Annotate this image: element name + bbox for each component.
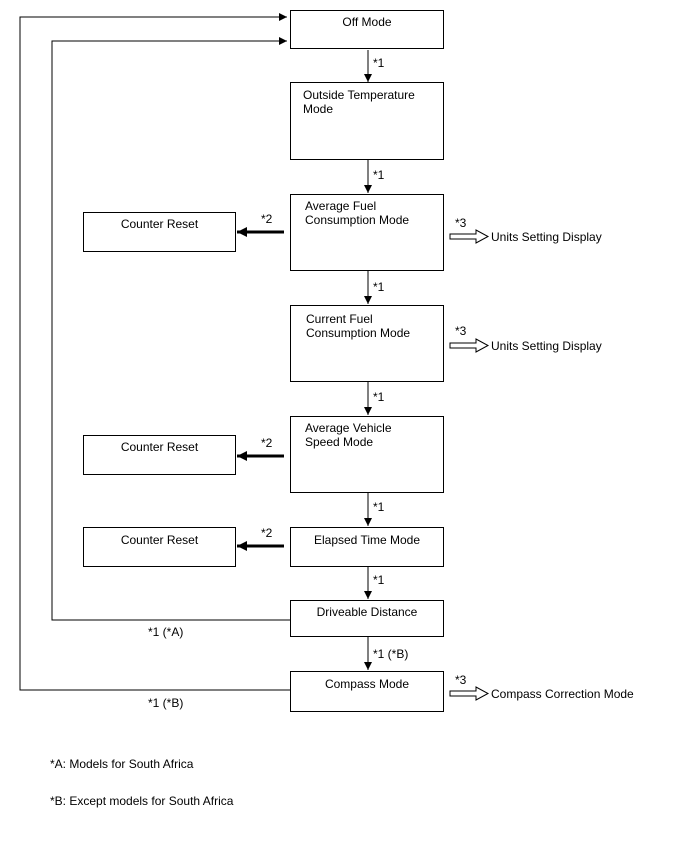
counter-reset-label-3: Counter Reset [120, 533, 199, 547]
reset-arrow-label-3: *2 [261, 526, 273, 540]
elapsed-time-mode-box: Elapsed Time Mode [290, 527, 444, 567]
outside-temperature-mode-label: Outside Temperature Mode [303, 88, 415, 116]
counter-reset-box-3: Counter Reset [83, 527, 236, 567]
step-label-6: *1 [373, 573, 385, 587]
counter-reset-box-1: Counter Reset [83, 212, 236, 252]
footnote-b: *B: Except models for South Africa [50, 794, 234, 808]
elapsed-time-mode-label: Elapsed Time Mode [313, 533, 421, 547]
loop-line-b [19, 13, 291, 691]
counter-reset-label-2: Counter Reset [120, 440, 199, 454]
loop-b-label: *1 (*B) [148, 696, 184, 710]
driveable-distance-box: Driveable Distance [290, 600, 444, 637]
step-label-4: *1 [373, 390, 385, 404]
loop-a-label: *1 (*A) [148, 625, 184, 639]
compass-correction-mode: Compass Correction Mode [491, 687, 634, 701]
compass-mode-box: Compass Mode [290, 671, 444, 712]
outside-temperature-mode-box: Outside Temperature Mode [290, 82, 444, 160]
compass-arrow-label: *3 [455, 673, 467, 687]
counter-reset-box-2: Counter Reset [83, 435, 236, 475]
hollow-arrow-units-2 [449, 338, 490, 353]
driveable-distance-label: Driveable Distance [316, 605, 418, 619]
average-fuel-consumption-mode-label: Average Fuel Consumption Mode [305, 199, 410, 227]
average-vehicle-speed-mode-box: Average Vehicle Speed Mode [290, 416, 444, 493]
hollow-arrow-units-1 [449, 229, 490, 244]
reset-arrow-label-2: *2 [261, 436, 273, 450]
footnote-a: *A: Models for South Africa [50, 757, 194, 771]
average-fuel-consumption-mode-box: Average Fuel Consumption Mode [290, 194, 444, 271]
units-setting-display-1: Units Setting Display [491, 230, 602, 244]
step-label-3: *1 [373, 280, 385, 294]
units-setting-display-2: Units Setting Display [491, 339, 602, 353]
current-fuel-consumption-mode-box: Current Fuel Consumption Mode [290, 305, 444, 382]
off-mode-label: Off Mode [342, 15, 392, 29]
step-label-1: *1 [373, 56, 385, 70]
loop-line-a [51, 37, 291, 621]
average-vehicle-speed-mode-label: Average Vehicle Speed Mode [305, 421, 392, 449]
compass-mode-label: Compass Mode [324, 677, 410, 691]
off-mode-box: Off Mode [290, 10, 444, 49]
current-fuel-consumption-mode-label: Current Fuel Consumption Mode [306, 312, 411, 340]
units-arrow-label-1: *3 [455, 216, 467, 230]
step-label-7: *1 (*B) [373, 647, 409, 661]
reset-arrow-label-1: *2 [261, 212, 273, 226]
counter-reset-label-1: Counter Reset [120, 217, 199, 231]
step-label-2: *1 [373, 168, 385, 182]
step-label-5: *1 [373, 500, 385, 514]
hollow-arrow-compass [449, 686, 490, 701]
units-arrow-label-2: *3 [455, 324, 467, 338]
